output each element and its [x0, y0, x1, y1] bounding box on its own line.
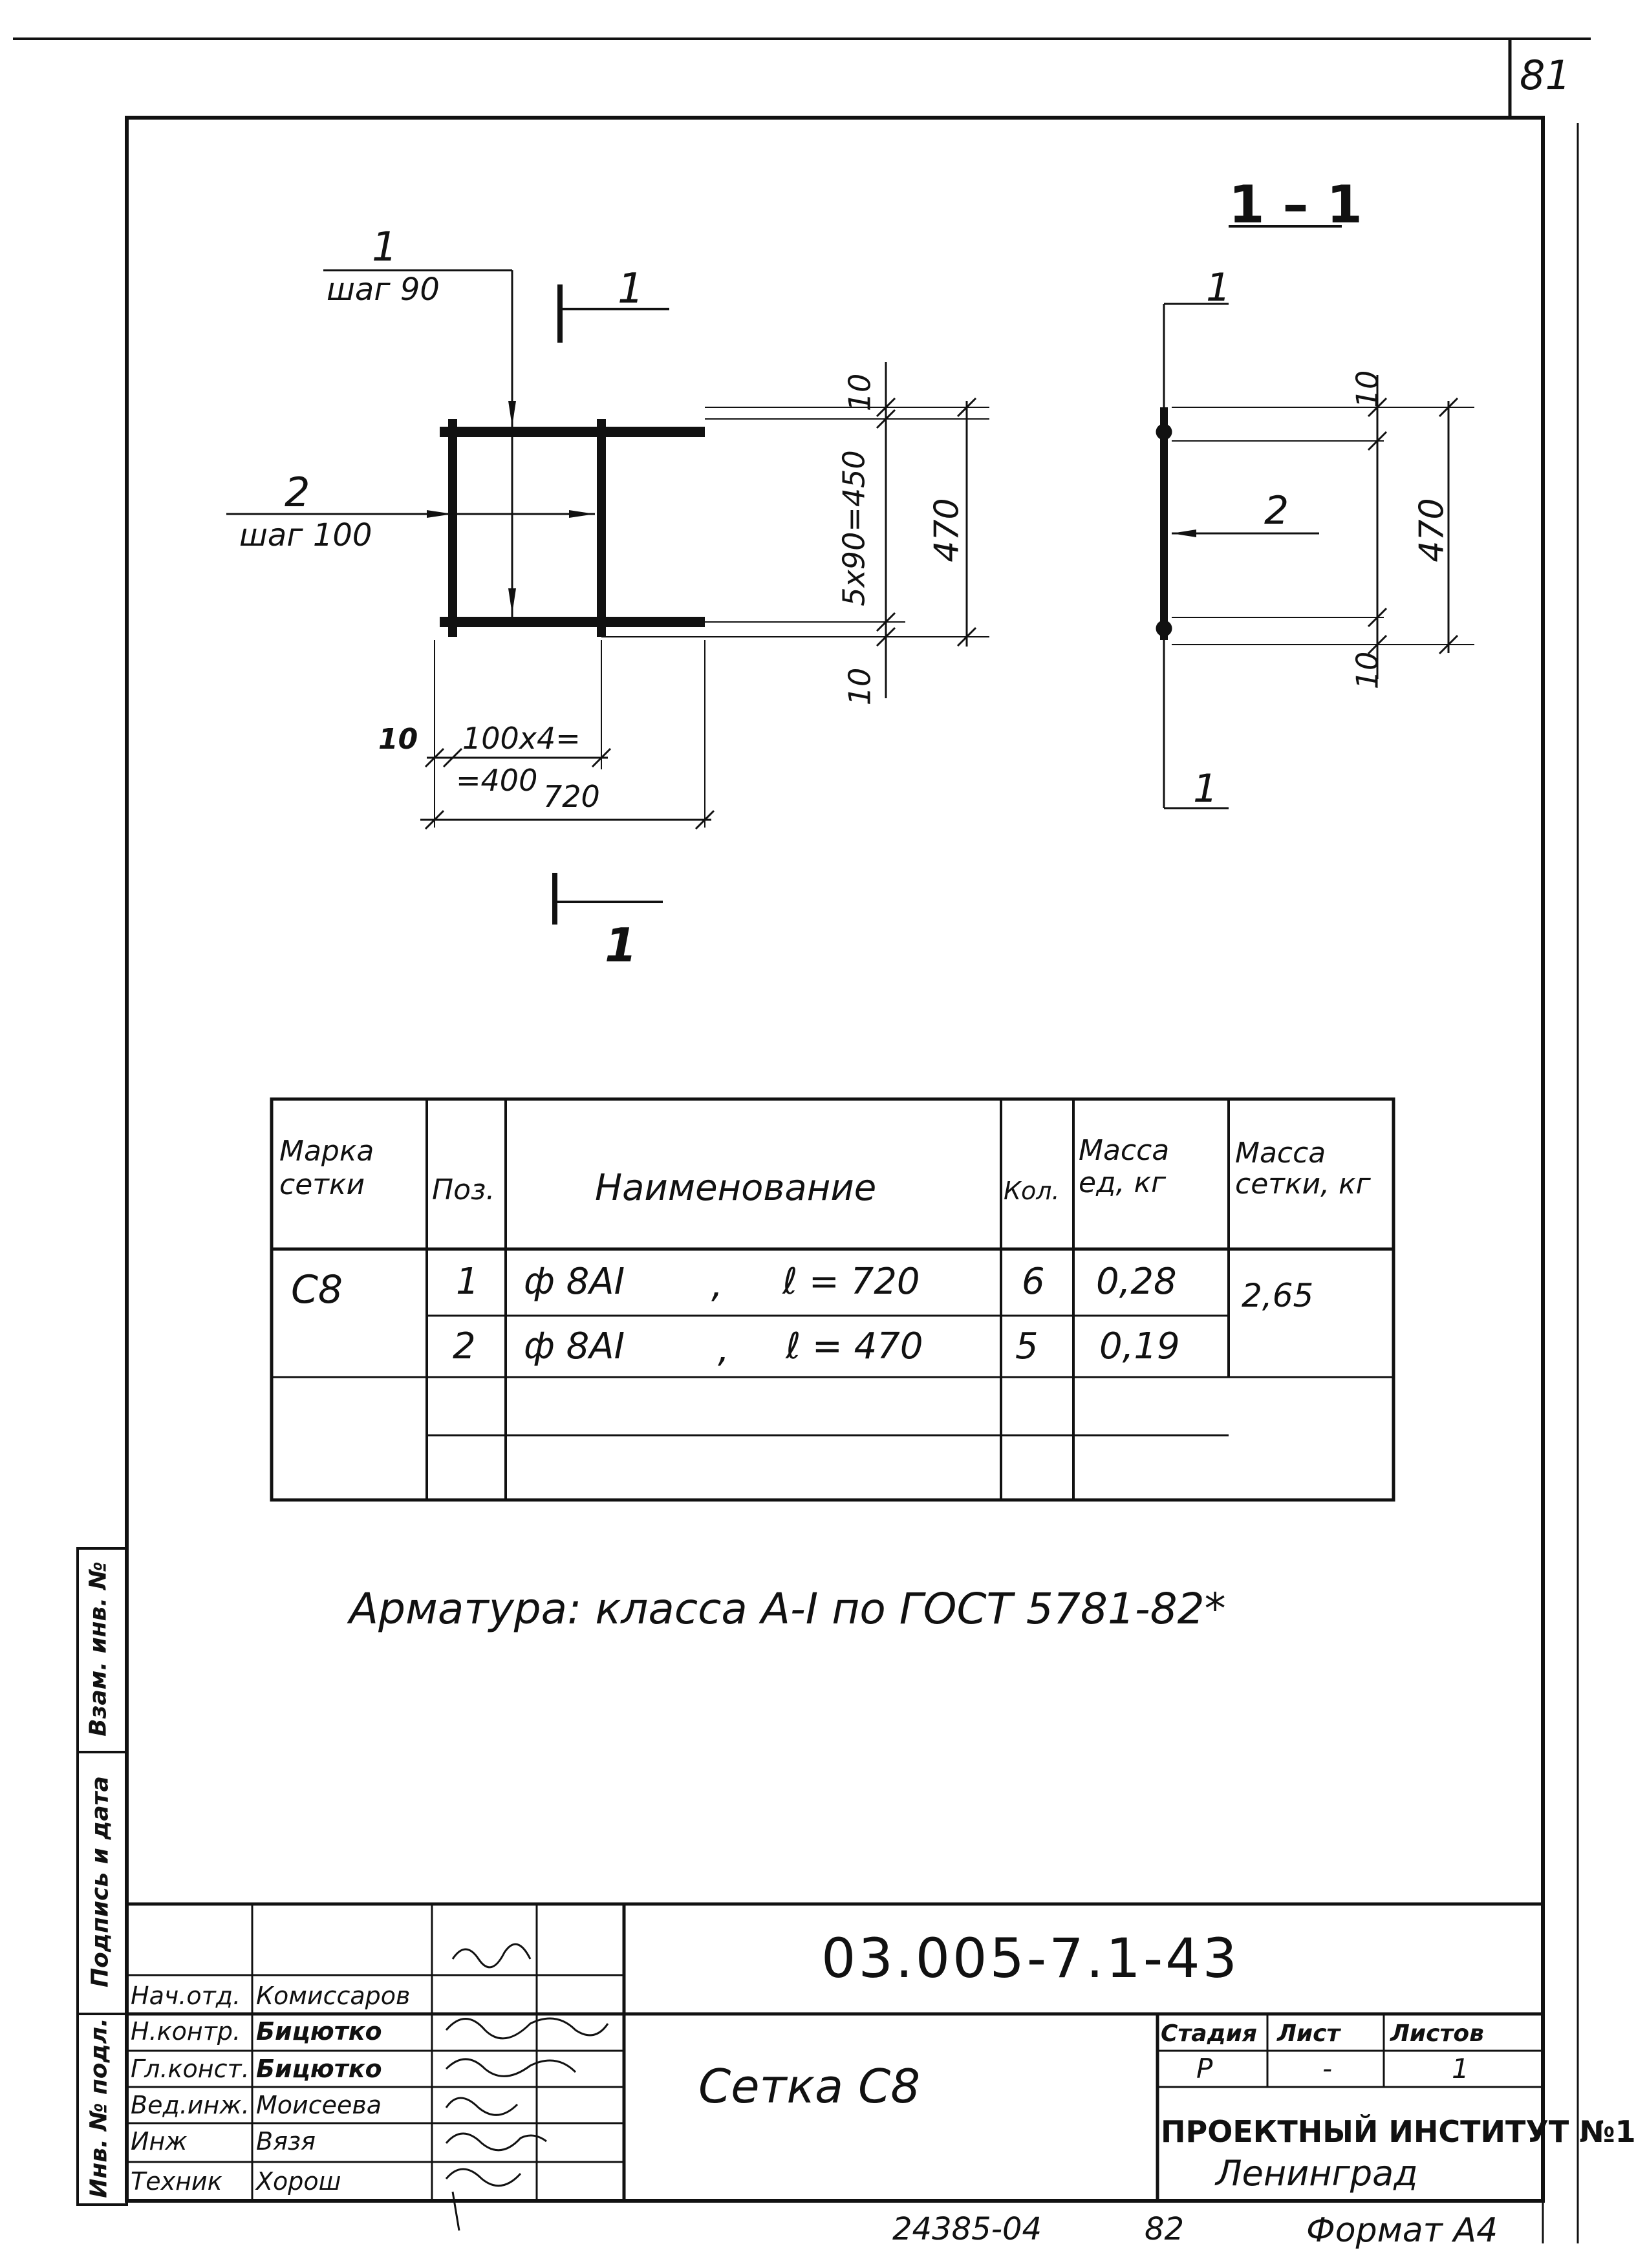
side-dim-bot-10: 10 [1350, 651, 1385, 690]
row2-name: ф 8АI [524, 1325, 625, 1367]
plan-bar2-step: шаг 100 [239, 517, 372, 553]
doc-code: 03.005-7.1-43 [821, 1927, 1240, 1990]
plan-dim-spacing-b: =400 [456, 763, 538, 798]
plan-bar1-step: шаг 90 [327, 272, 440, 308]
name-0: Комиссаров [256, 1982, 411, 2010]
role-0: Нач.отд. [131, 1982, 241, 2010]
name-4: Вязя [256, 2127, 316, 2156]
role-4: Инж [131, 2127, 188, 2156]
signatures [445, 1943, 609, 2231]
sheet-value: - [1322, 2053, 1333, 2084]
plan-dim-total-h: 470 [927, 498, 967, 562]
th-pos: Поз. [432, 1173, 495, 1206]
plan-dim-bot-10: 10 [842, 667, 877, 706]
side-bar1-top: 1 [1206, 265, 1231, 310]
archive-number: 24385-04 [892, 2211, 1042, 2247]
row1-name: ф 8АI [524, 1261, 625, 1303]
name-5: Хорош [256, 2167, 341, 2196]
section-mark-bottom: 1 [605, 918, 638, 972]
row2-sep: , [718, 1329, 729, 1371]
row1-qty: 6 [1022, 1261, 1045, 1303]
name-3: Моисеева [256, 2091, 382, 2119]
row2-qty: 5 [1015, 1325, 1039, 1367]
th-qty: Кол. [1004, 1177, 1060, 1205]
plan-dim-total-w: 720 [543, 779, 600, 814]
side-bar1-bottom: 1 [1193, 766, 1218, 811]
row1-pos: 1 [456, 1261, 479, 1303]
side-label-replace: Взам. инв. № [85, 1561, 112, 1737]
page-number: 81 [1520, 52, 1571, 99]
row2-pos: 2 [453, 1325, 476, 1367]
org-city: Ленинград [1216, 2153, 1418, 2194]
section-title: 1 – 1 [1229, 175, 1363, 235]
plan-dim-spacing-a: 100x4= [462, 721, 581, 756]
plan-dim-left-10: 10 [378, 723, 418, 756]
role-3: Вед.инж. [131, 2091, 250, 2119]
side-dim-top-10: 10 [1350, 370, 1385, 409]
stage-value: Р [1196, 2053, 1213, 2084]
section-mark-top: 1 [618, 265, 644, 313]
side-label-sign: Подпись и дата [87, 1776, 114, 1987]
th-name: Наименование [595, 1167, 877, 1209]
role-5: Техник [131, 2167, 222, 2196]
role-2: Гл.конст. [131, 2055, 250, 2083]
plan-dim-top-10: 10 [842, 373, 877, 412]
spec-mark: С8 [291, 1267, 343, 1312]
th-mass-unit: Масса ед, кг [1079, 1134, 1170, 1199]
name-2: Бицютко [256, 2055, 382, 2083]
footer-number: 82 [1145, 2211, 1185, 2247]
spec-total-mass: 2,65 [1242, 1277, 1314, 1314]
side-label-inv: Инв. № подл. [85, 2018, 113, 2198]
row1-len: ℓ = 720 [782, 1261, 920, 1303]
plan-bar1-num: 1 [372, 223, 398, 270]
stage-label: Стадия [1161, 2020, 1257, 2047]
doc-title: Сетка С8 [698, 2059, 921, 2113]
row1-mass: 0,28 [1096, 1261, 1177, 1303]
plan-bar2-num: 2 [285, 469, 310, 516]
row2-mass: 0,19 [1099, 1325, 1180, 1367]
sheets-value: 1 [1452, 2053, 1469, 2084]
org-name: ПРОЕКТНЫЙ ИНСТИТУТ №1 [1161, 2114, 1636, 2149]
sheet-label: Лист [1277, 2020, 1340, 2047]
side-dim-total-h: 470 [1412, 498, 1452, 562]
th-mark: Марка сетки [279, 1135, 374, 1201]
plan-dim-mid: 5x90=450 [836, 450, 872, 606]
sheets-label: Листов [1390, 2020, 1484, 2047]
side-bar2: 2 [1264, 488, 1289, 533]
th-mass-total: Масса сетки, кг [1235, 1137, 1371, 1201]
row1-sep: , [711, 1264, 723, 1306]
reinforcement-note: Арматура: класса А-I по ГОСТ 5781-82* [349, 1584, 1226, 1634]
name-1: Бицютко [256, 2017, 382, 2046]
paper-format: Формат А4 [1306, 2211, 1498, 2250]
role-1: Н.контр. [131, 2017, 241, 2046]
row2-len: ℓ = 470 [786, 1325, 923, 1367]
